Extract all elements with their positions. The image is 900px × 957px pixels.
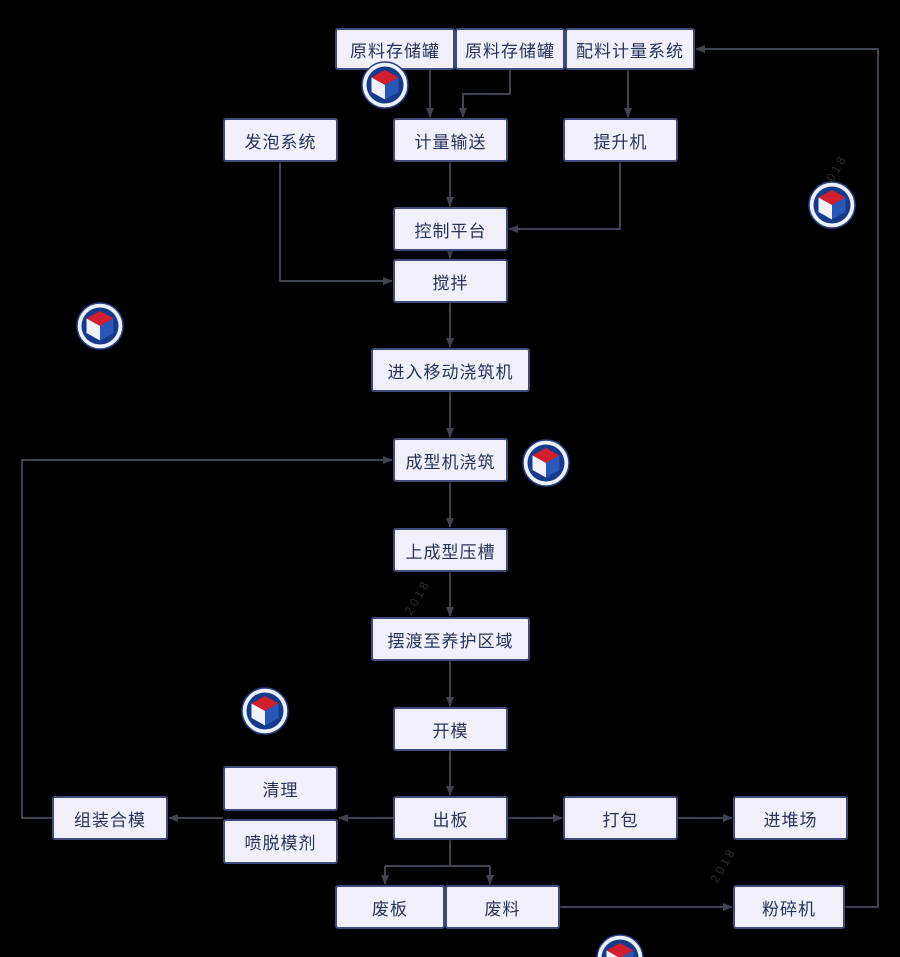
edge-foaming-stirring	[279, 162, 393, 285]
node-cleaning: 清理	[223, 766, 338, 811]
node-control-platform: 控制平台	[393, 207, 508, 251]
node-elevator: 提升机	[563, 118, 678, 162]
company-logo-icon	[361, 61, 409, 109]
edge-elevator-control	[508, 162, 621, 233]
node-packing: 打包	[563, 796, 678, 840]
node-forming-pouring: 成型机浇筑	[393, 438, 508, 482]
node-label: 原料存储罐	[350, 41, 440, 61]
node-label: 打包	[602, 810, 639, 830]
edge-tank2-metering	[459, 70, 511, 118]
node-label: 出板	[432, 810, 469, 830]
node-waste-material: 废料	[445, 885, 560, 929]
node-label: 开模	[432, 721, 469, 741]
node-label: 废板	[372, 899, 408, 919]
company-logo-icon	[522, 439, 570, 487]
node-label: 粉碎机	[762, 899, 816, 919]
node-label: 计量输送	[414, 132, 487, 152]
node-assemble-mold: 组装合模	[52, 796, 168, 840]
node-label: 控制平台	[414, 221, 487, 241]
company-logo-icon	[596, 934, 644, 957]
node-board-out: 出板	[393, 796, 508, 840]
node-label: 摆渡至养护区域	[387, 631, 514, 651]
node-label: 配料计量系统	[576, 41, 684, 61]
node-spray-release-agent: 喷脱模剂	[223, 819, 338, 864]
node-label: 发泡系统	[244, 132, 317, 152]
company-logo-icon	[241, 687, 289, 735]
node-storage-tank-2: 原料存储罐	[455, 28, 565, 70]
node-label: 上成型压槽	[405, 542, 496, 562]
node-label: 搅拌	[432, 273, 469, 293]
node-open-mold: 开模	[393, 707, 508, 751]
node-forming-groove: 上成型压槽	[393, 528, 508, 572]
node-label: 进堆场	[763, 810, 818, 830]
edge-crusher-batching	[695, 45, 879, 908]
company-logo-icon	[808, 181, 856, 229]
node-label: 组装合模	[74, 810, 146, 830]
node-label: 进入移动浇筑机	[387, 362, 514, 382]
node-label: 喷脱模剂	[244, 834, 317, 853]
node-foaming-system: 发泡系统	[223, 118, 338, 162]
node-curing-area: 摆渡至养护区域	[371, 617, 530, 661]
node-label: 提升机	[593, 132, 648, 152]
node-label: 成型机浇筑	[405, 452, 496, 472]
node-storage-yard: 进堆场	[733, 796, 848, 840]
node-waste-board: 废板	[335, 885, 445, 929]
edge-assemble-formingpour	[21, 456, 393, 819]
node-storage-tank-1: 原料存储罐	[335, 28, 455, 70]
node-crusher: 粉碎机	[733, 885, 845, 929]
node-label: 清理	[262, 781, 299, 800]
node-stirring: 搅拌	[393, 259, 508, 303]
node-label: 原料存储罐	[465, 41, 555, 61]
company-logo-icon	[76, 302, 124, 350]
node-label: 废料	[484, 899, 521, 919]
node-metering-conveying: 计量输送	[393, 118, 508, 162]
node-batching-system: 配料计量系统	[565, 28, 695, 70]
node-mobile-pouring: 进入移动浇筑机	[371, 348, 530, 392]
